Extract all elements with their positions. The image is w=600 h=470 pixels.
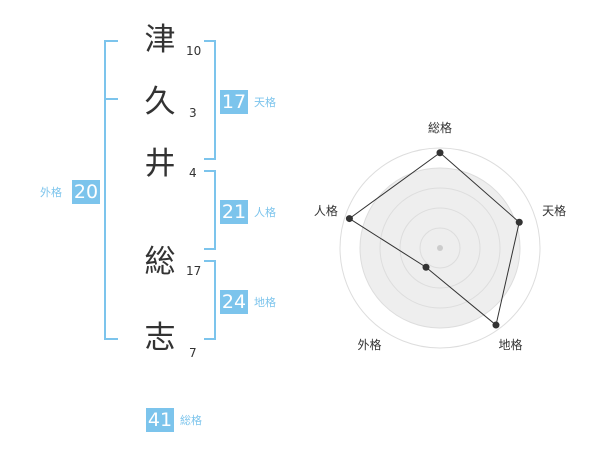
stroke-count-5: 7 [189,346,197,360]
radar-axis-label: 外格 [357,337,381,352]
gaikaku-bracket-mid [104,98,118,100]
tenkaku-bracket [204,40,216,160]
radar-ring [359,167,521,329]
name-char-2: 久 [144,84,176,120]
radar-ring [379,187,501,309]
radar-point-1 [436,149,444,157]
radar-point-4 [422,263,430,271]
radar-center [437,245,443,251]
name-char-3: 井 [144,146,176,182]
radar-axis-label: 人格 [314,203,338,218]
gaikaku-value: 20 [72,180,100,204]
radar-axis-label: 地格 [499,337,523,352]
name-char-5: 志 [144,320,176,356]
tenkaku-value: 17 [220,90,248,114]
radar-ring [419,227,461,269]
radar-point-3 [492,321,500,329]
soukaku-label: 総格 [180,414,202,427]
stroke-count-2: 3 [189,106,197,120]
stroke-count-1: 10 [186,44,202,58]
jinkaku-value: 21 [220,200,248,224]
chikaku-label: 地格 [254,296,276,309]
stroke-count-4: 17 [186,264,202,278]
stroke-count-3: 4 [189,166,197,180]
soukaku-value: 41 [146,408,174,432]
radar-point-2 [515,218,523,226]
jinkaku-label: 人格 [254,206,276,219]
chikaku-value: 24 [220,290,248,314]
radar-axis-label: 天格 [542,203,566,218]
radar-point-5 [345,215,353,223]
name-char-1: 津 [144,22,176,58]
name-char-4: 総 [144,244,176,280]
chikaku-bracket [204,260,216,340]
radar-polygon [348,152,520,326]
radar-ring [399,207,481,289]
radar-ring [339,147,541,349]
jinkaku-bracket [204,170,216,250]
gaikaku-label: 外格 [40,186,62,199]
radar-axis-label: 総格 [428,120,452,135]
gaikaku-bracket [104,40,118,340]
tenkaku-label: 天格 [254,96,276,109]
